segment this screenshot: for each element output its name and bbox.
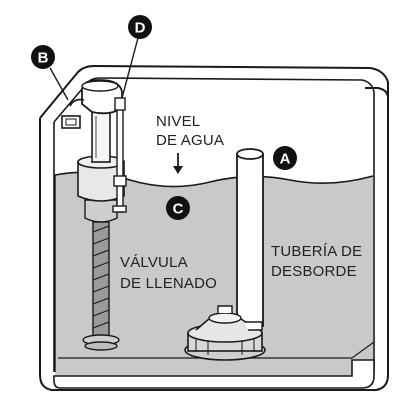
callout-b-leader — [49, 67, 69, 101]
callout-a-letter: A — [280, 151, 291, 168]
fill-valve — [69, 79, 127, 351]
overflow-pipe-label-line2: DESBORDE — [271, 263, 357, 280]
tank-left-wall — [39, 87, 389, 391]
callout-d-leader — [121, 37, 139, 99]
water-level-arrow — [173, 153, 183, 174]
callout-d-letter: D — [135, 20, 146, 37]
water-level-label-line2: DE AGUA — [156, 132, 224, 149]
tank-top-rim — [39, 64, 389, 119]
thread-lines — [92, 225, 110, 329]
overflow-pipe — [184, 148, 266, 361]
water-level-label-line1: NIVEL — [156, 113, 200, 130]
tank-floor-step — [351, 341, 375, 359]
callout-d-badge: D — [128, 15, 152, 39]
callout-b-badge: B — [31, 45, 55, 69]
water-body — [55, 172, 373, 376]
callout-b-letter: B — [38, 50, 49, 67]
callout-a-badge: A — [273, 146, 297, 170]
fill-valve-label-line1: VÁLVULA — [120, 254, 188, 271]
tank-floor — [53, 359, 375, 389]
overflow-pipe-label-line1: TUBERÍA DE — [271, 243, 362, 260]
refill-clip — [61, 115, 81, 129]
callout-c-badge: C — [166, 196, 190, 220]
fill-valve-label-line2: DE LLENADO — [120, 275, 217, 292]
callout-c-letter: C — [173, 201, 184, 218]
